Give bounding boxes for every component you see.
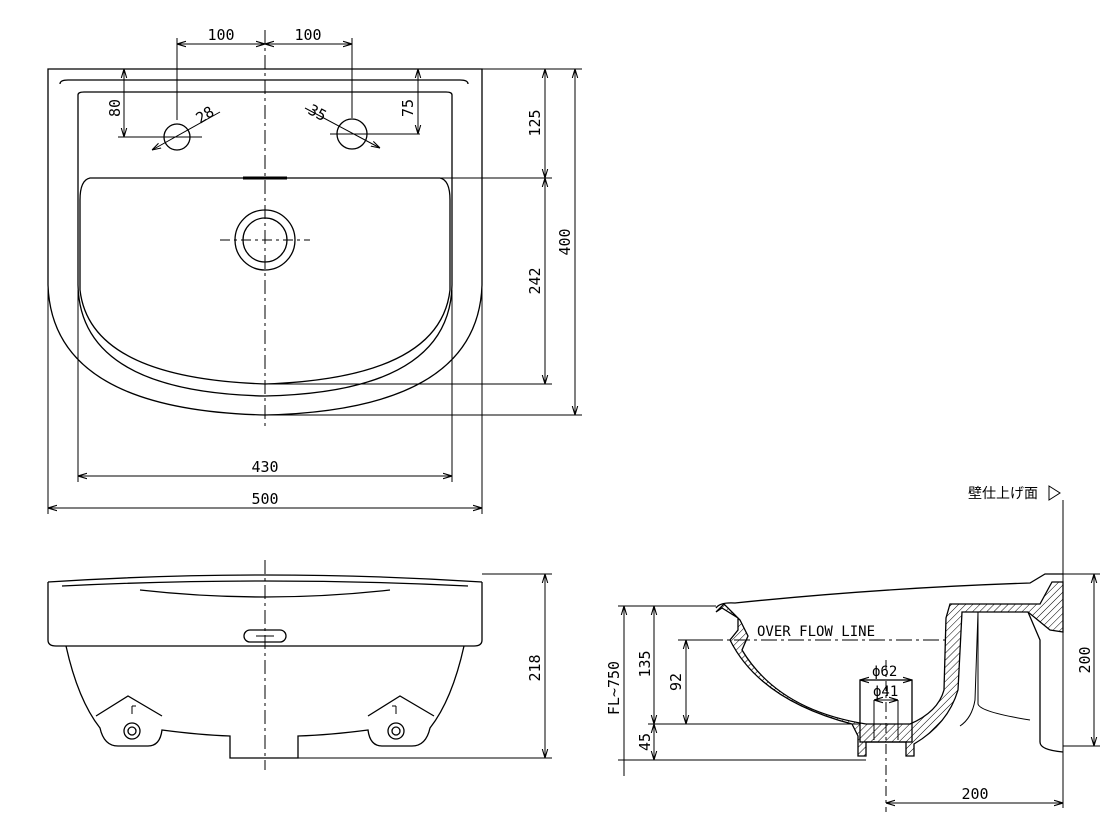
bolt-left-outer bbox=[123, 722, 141, 740]
section-back-support bbox=[1027, 611, 1064, 753]
section-rim-top bbox=[715, 573, 1063, 609]
label-outlet-from-wall: 200 bbox=[961, 785, 988, 803]
label-overflow-line: OVER FLOW LINE bbox=[757, 624, 875, 640]
bolt-right-inner bbox=[391, 726, 401, 736]
label-bowl-width: 430 bbox=[251, 458, 278, 476]
hole-right-leader bbox=[304, 107, 380, 148]
front-bracket-right bbox=[367, 695, 435, 717]
label-wall-height: 200 bbox=[1076, 646, 1094, 673]
plan-deck-outline bbox=[77, 91, 453, 397]
plan-view bbox=[47, 30, 582, 514]
section-shell bbox=[715, 581, 1064, 757]
front-view bbox=[47, 560, 552, 770]
label-floor-height: FL~750 bbox=[605, 661, 623, 715]
label-bowl-depth: 242 bbox=[526, 267, 544, 294]
label-total-width: 500 bbox=[251, 490, 278, 508]
bolt-right-outer bbox=[387, 722, 405, 740]
section-view bbox=[618, 485, 1100, 812]
label-outlet-height: 45 bbox=[636, 733, 654, 751]
label-total-depth: 400 bbox=[556, 228, 574, 255]
label-tap-right-depth: 75 bbox=[399, 99, 417, 117]
label-front-height: 218 bbox=[526, 654, 544, 681]
label-tap-left-offset: 100 bbox=[207, 26, 234, 44]
label-inner-dia: ϕ41 bbox=[873, 684, 898, 700]
label-overflow-to-outlet: 92 bbox=[667, 673, 685, 691]
wall-surface-marker-icon bbox=[1048, 485, 1061, 501]
label-rim-to-outlet: 135 bbox=[636, 650, 654, 677]
section-overflow-channel bbox=[959, 611, 979, 727]
label-back-to-bowl: 125 bbox=[526, 109, 544, 136]
front-rim-inner bbox=[61, 580, 469, 587]
hole-left-leader bbox=[152, 111, 221, 150]
label-hole-right-dia: 35 bbox=[305, 101, 329, 125]
label-tap-right-offset: 100 bbox=[294, 26, 321, 44]
label-wall-surface: 壁仕上げ面 bbox=[968, 486, 1038, 502]
plan-rim-top bbox=[59, 79, 469, 85]
label-hole-left-dia: 28 bbox=[193, 103, 218, 128]
label-outer-dia: ϕ62 bbox=[872, 664, 897, 680]
front-bowl-body bbox=[65, 645, 465, 759]
front-rim-top bbox=[47, 574, 483, 583]
front-bracket-left bbox=[95, 695, 163, 717]
bolt-left-inner bbox=[127, 726, 137, 736]
label-tap-left-depth: 80 bbox=[106, 99, 124, 117]
